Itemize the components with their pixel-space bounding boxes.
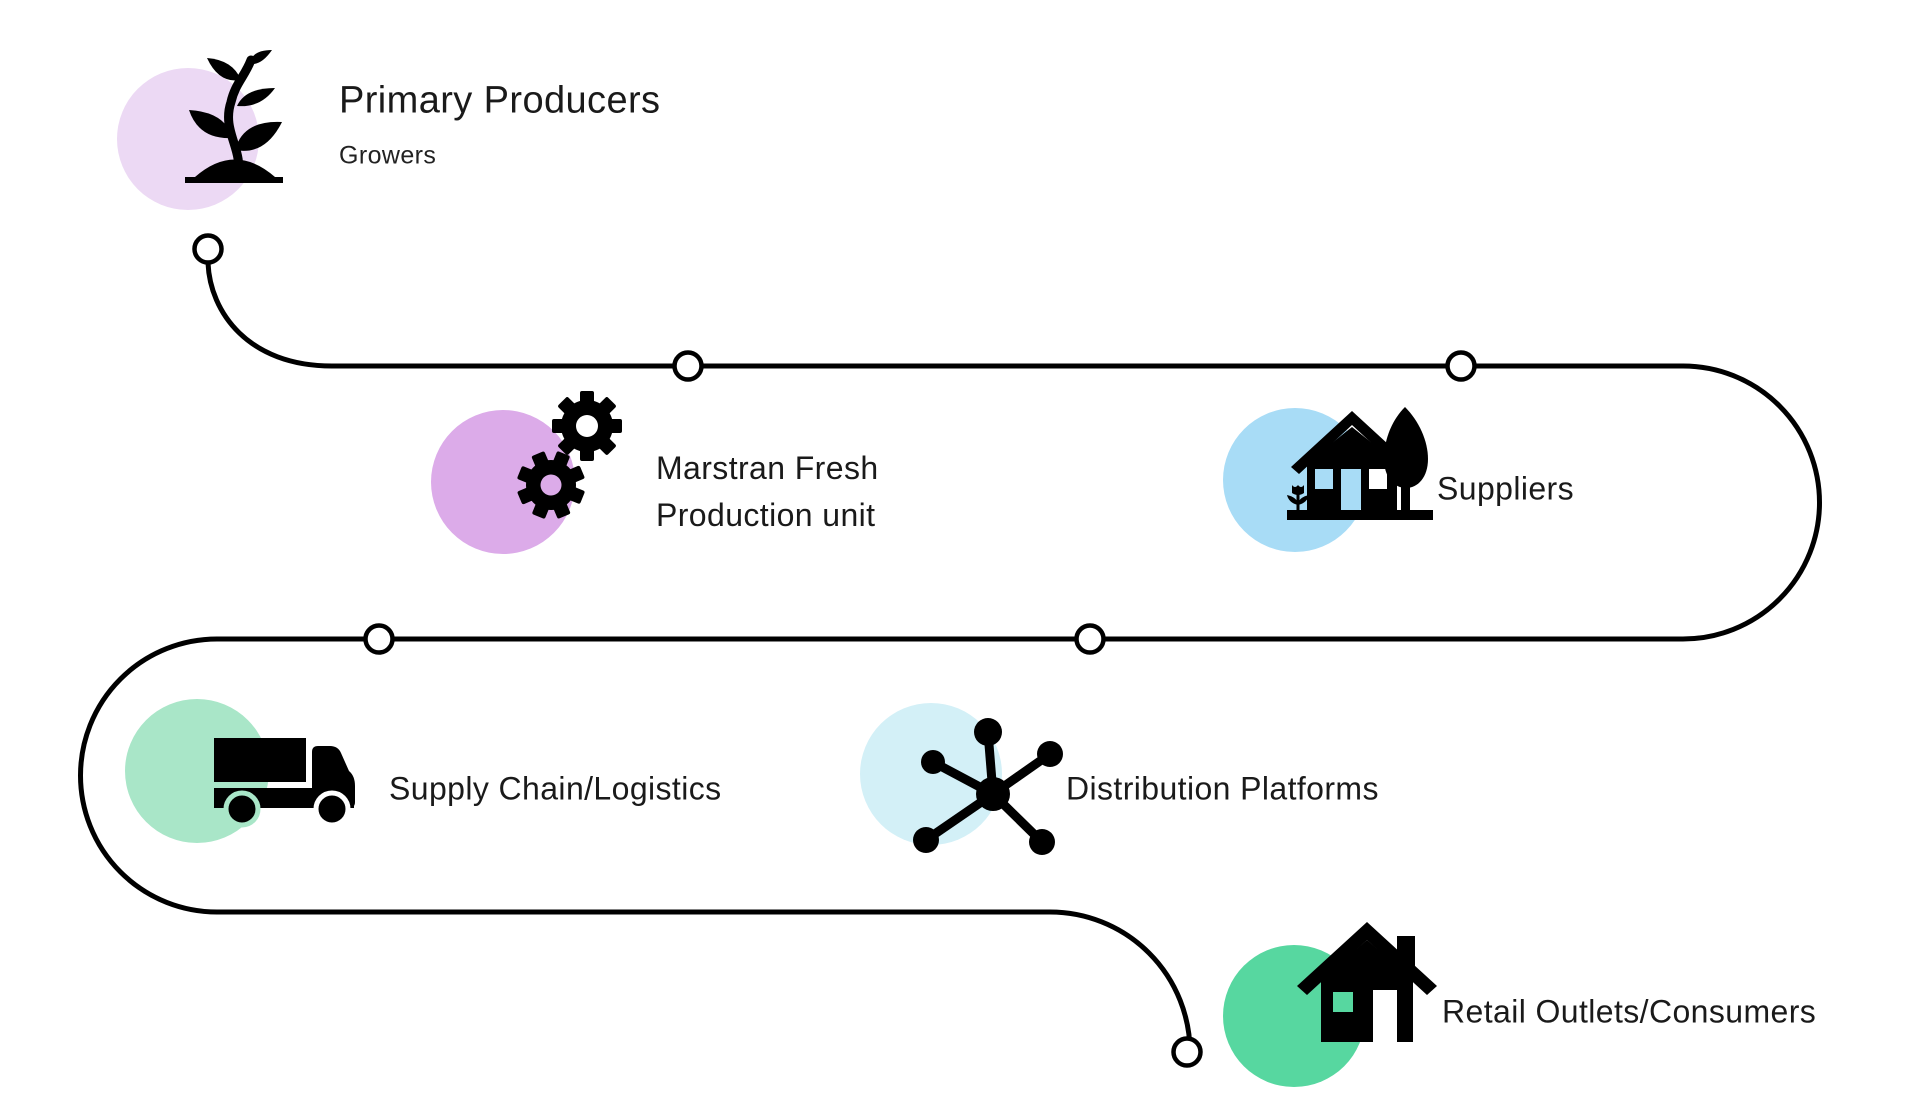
path-marker bbox=[363, 623, 395, 655]
node-label-suppliers: Suppliers bbox=[1437, 470, 1575, 507]
node-label-distribution: Distribution Platforms bbox=[1066, 770, 1379, 807]
node-label-supply-chain: Supply Chain/Logistics bbox=[389, 770, 722, 807]
node-label-retail: Retail Outlets/Consumers bbox=[1442, 993, 1817, 1030]
node-label-production-unit: Marstran Fresh Production unit bbox=[656, 450, 879, 533]
path-marker bbox=[1074, 623, 1106, 655]
seedling-icon bbox=[185, 50, 283, 183]
truck-icon bbox=[214, 738, 355, 828]
node-label-primary-producers: Primary Producers bbox=[339, 79, 661, 122]
farmhouse-icon bbox=[1287, 407, 1433, 520]
network-icon bbox=[913, 718, 1063, 855]
path-marker bbox=[1445, 350, 1477, 382]
node-sublabel-growers: Growers bbox=[339, 141, 437, 170]
gears-icon bbox=[517, 391, 622, 519]
flow-path bbox=[78, 262, 1822, 1053]
path-marker bbox=[192, 233, 224, 265]
node-circle-production-unit bbox=[431, 410, 575, 554]
flower-detail bbox=[1287, 485, 1309, 510]
path-marker bbox=[672, 350, 704, 382]
path-marker bbox=[1171, 1036, 1203, 1068]
house-icon bbox=[1297, 922, 1437, 1042]
